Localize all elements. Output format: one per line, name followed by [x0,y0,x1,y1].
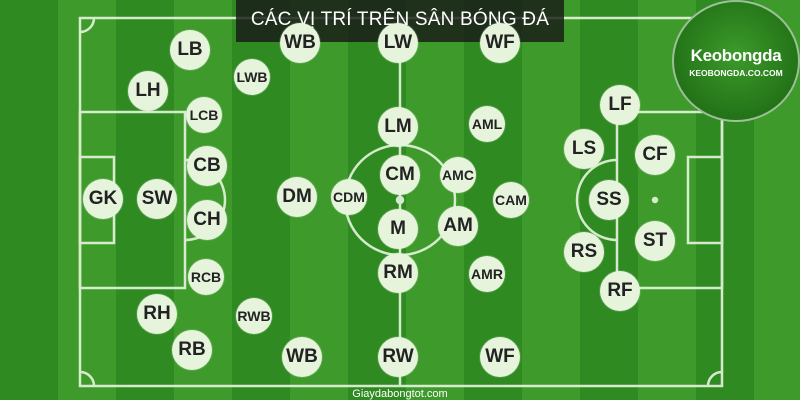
position-lf: LF [600,85,640,125]
position-rf: RF [600,271,640,311]
position-cm: CM [380,155,420,195]
position-cam: CAM [493,182,529,218]
position-amc: AMC [440,157,476,193]
position-lb: LB [170,30,210,70]
position-rw: RW [378,337,418,377]
position-aml: AML [469,106,505,142]
position-lcb: LCB [186,97,222,133]
position-gk: GK [83,179,123,219]
position-rwb: RWB [236,298,272,334]
position-rb: RB [172,330,212,370]
position-lm: LM [378,107,418,147]
watermark-text: Giaydabongtot.com [352,388,448,400]
position-amr: AMR [469,256,505,292]
position-lw: LW [378,23,418,63]
position-ls: LS [564,129,604,169]
position-wb-right: WB [282,337,322,377]
position-wf-right: WF [480,337,520,377]
position-wb-left: WB [280,23,320,63]
position-lh: LH [128,71,168,111]
logo-name: Keobongda [690,46,782,65]
position-lwb: LWB [234,59,270,95]
position-sw: SW [137,179,177,219]
logo-site: KEOBONGDA.CO.COM [689,68,783,78]
position-ch: CH [187,200,227,240]
position-m: M [378,209,418,249]
position-rm: RM [378,253,418,293]
position-cf: CF [635,135,675,175]
position-dm: DM [277,177,317,217]
position-rs: RS [564,232,604,272]
keobongda-logo: Keobongda KEOBONGDA.CO.COM [672,0,800,122]
position-st: ST [635,221,675,261]
position-wf-left: WF [480,23,520,63]
position-ss: SS [589,180,629,220]
position-rcb: RCB [188,259,224,295]
position-cb: CB [187,146,227,186]
position-am: AM [438,206,478,246]
position-cdm: CDM [331,179,367,215]
position-rh: RH [137,294,177,334]
